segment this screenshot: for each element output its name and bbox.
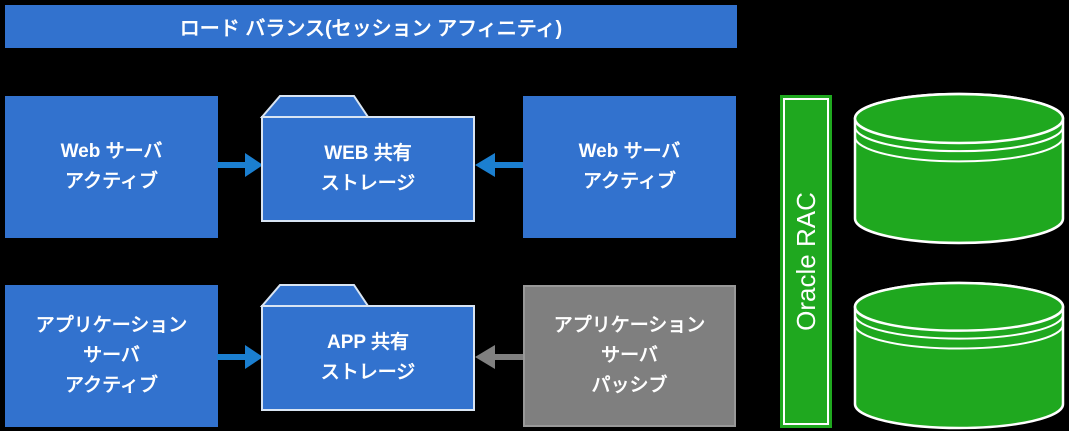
- node-label-line: アプリケーション: [35, 315, 188, 336]
- arrow-shape: [475, 345, 523, 369]
- arrow-shape: [475, 153, 523, 177]
- folder-tab: [259, 284, 370, 307]
- cylinder-ring: [854, 136, 1064, 163]
- node-label-line: ストレージ: [320, 173, 416, 194]
- cylinder-ring: [854, 314, 1064, 340]
- node-label-line: サーバ: [601, 345, 658, 366]
- node-label-line: アクティブ: [65, 375, 158, 396]
- node-label-line: Web サーバ: [578, 141, 681, 162]
- arrow-app-active-to-storage: [217, 345, 263, 369]
- node-label-line: ストレージ: [320, 362, 416, 383]
- cylinder-top: [853, 92, 1065, 145]
- arrow-web-right-to-storage: [475, 153, 523, 177]
- folder-body: [261, 116, 475, 222]
- arrow-shape: [217, 153, 263, 177]
- node-label-line: アクティブ: [583, 171, 676, 192]
- node-label-line: WEB 共有: [324, 143, 412, 164]
- node-label-line: パッシブ: [591, 375, 668, 396]
- node-oracle-rac: Oracle RAC: [780, 95, 832, 428]
- folder-icon: [259, 284, 475, 411]
- load-balance-banner: ロード バランス(セッション アフィニティ): [5, 5, 737, 48]
- node-app-shared-storage: APP 共有 ストレージ: [259, 282, 477, 413]
- cylinder-ring: [854, 126, 1064, 153]
- cylinder-top: [853, 281, 1065, 332]
- node-web-server-right: Web サーバ アクティブ: [523, 96, 736, 238]
- arrow-shape: [217, 345, 263, 369]
- node-label-line: APP 共有: [326, 332, 409, 353]
- folder-label: APP 共有 ストレージ: [262, 306, 474, 410]
- node-label-line: アプリケーション: [553, 315, 706, 336]
- node-label-line: アクティブ: [65, 171, 158, 192]
- cylinder-ring: [854, 324, 1064, 350]
- node-app-server-active: アプリケーション サーバ アクティブ: [5, 285, 218, 427]
- load-balance-label: ロード バランス(セッション アフィニティ): [179, 18, 563, 40]
- folder-icon: [259, 95, 475, 222]
- database-cylinder-icon-bottom: [853, 281, 1065, 430]
- database-cylinder-icon-top: [853, 92, 1065, 245]
- node-web-shared-storage: WEB 共有 ストレージ: [259, 93, 477, 224]
- folder-body: [261, 305, 475, 411]
- node-label-line: サーバ: [83, 345, 140, 366]
- oracle-rac-frame: Oracle RAC: [783, 98, 829, 425]
- folder-tab: [259, 95, 370, 118]
- node-label-line: Web サーバ: [60, 141, 163, 162]
- folder-label: WEB 共有 ストレージ: [262, 117, 474, 221]
- arrow-web-left-to-storage: [217, 153, 263, 177]
- oracle-rac-label: Oracle RAC: [790, 192, 821, 331]
- arrow-app-passive-to-storage: [475, 345, 523, 369]
- node-app-server-passive: アプリケーション サーバ パッシブ: [523, 285, 736, 427]
- node-web-server-left: Web サーバ アクティブ: [5, 96, 218, 238]
